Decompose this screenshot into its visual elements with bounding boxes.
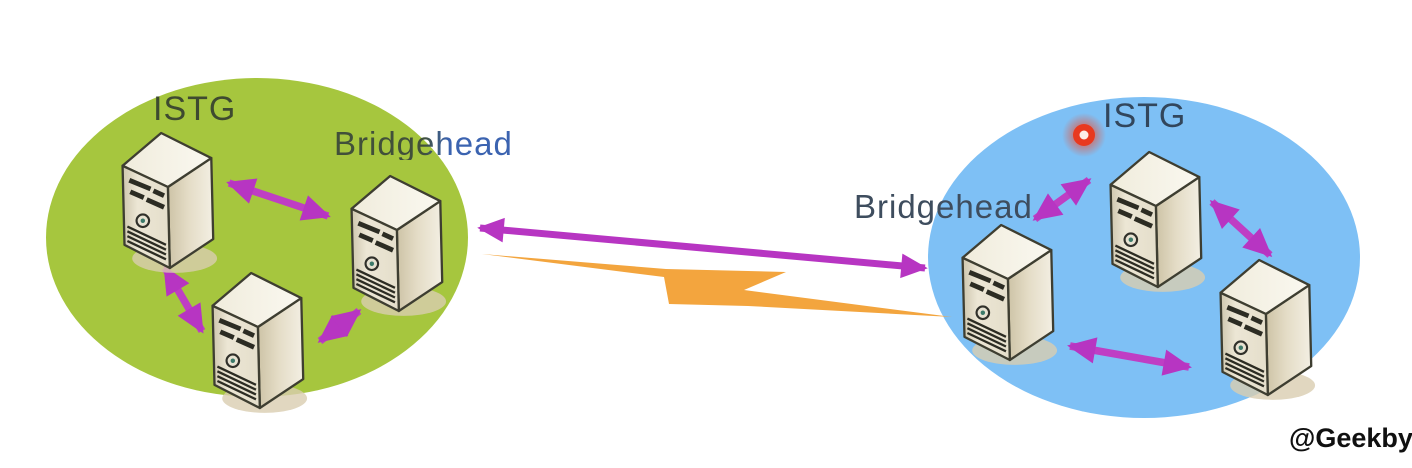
watermark: @Geekby [1289, 423, 1412, 453]
server-icon-right-bridgehead [951, 219, 1059, 366]
alert-dot-icon [1062, 113, 1106, 157]
label-right-bridgehead: Bridgehead [854, 188, 1033, 225]
replication-arrow-right-istg-member [1209, 199, 1273, 258]
replication-arrow-left-istg-member [161, 265, 206, 334]
server-icon-right-istg [1099, 146, 1207, 293]
server-icon-left-member [201, 267, 309, 414]
replication-arrow-left-member-bridgehead [317, 308, 362, 344]
label-right-istg: ISTG [1103, 97, 1187, 135]
replication-arrow-left-istg-bridgehead [226, 178, 331, 221]
wan-lightning-bolt-icon [482, 254, 952, 317]
label-left-istg: ISTG [153, 90, 237, 128]
server-icon-left-istg [111, 127, 219, 274]
intersite-replication-arrow [477, 217, 928, 279]
server-icon-left-bridgehead [340, 170, 448, 317]
replication-arrow-right-member-bridgehead [1067, 337, 1192, 376]
label-left-bridgehead: Bridgehead [334, 125, 513, 162]
replication-arrow-right-bridgehead-istg [1032, 176, 1092, 223]
server-icon-right-member [1209, 254, 1317, 401]
